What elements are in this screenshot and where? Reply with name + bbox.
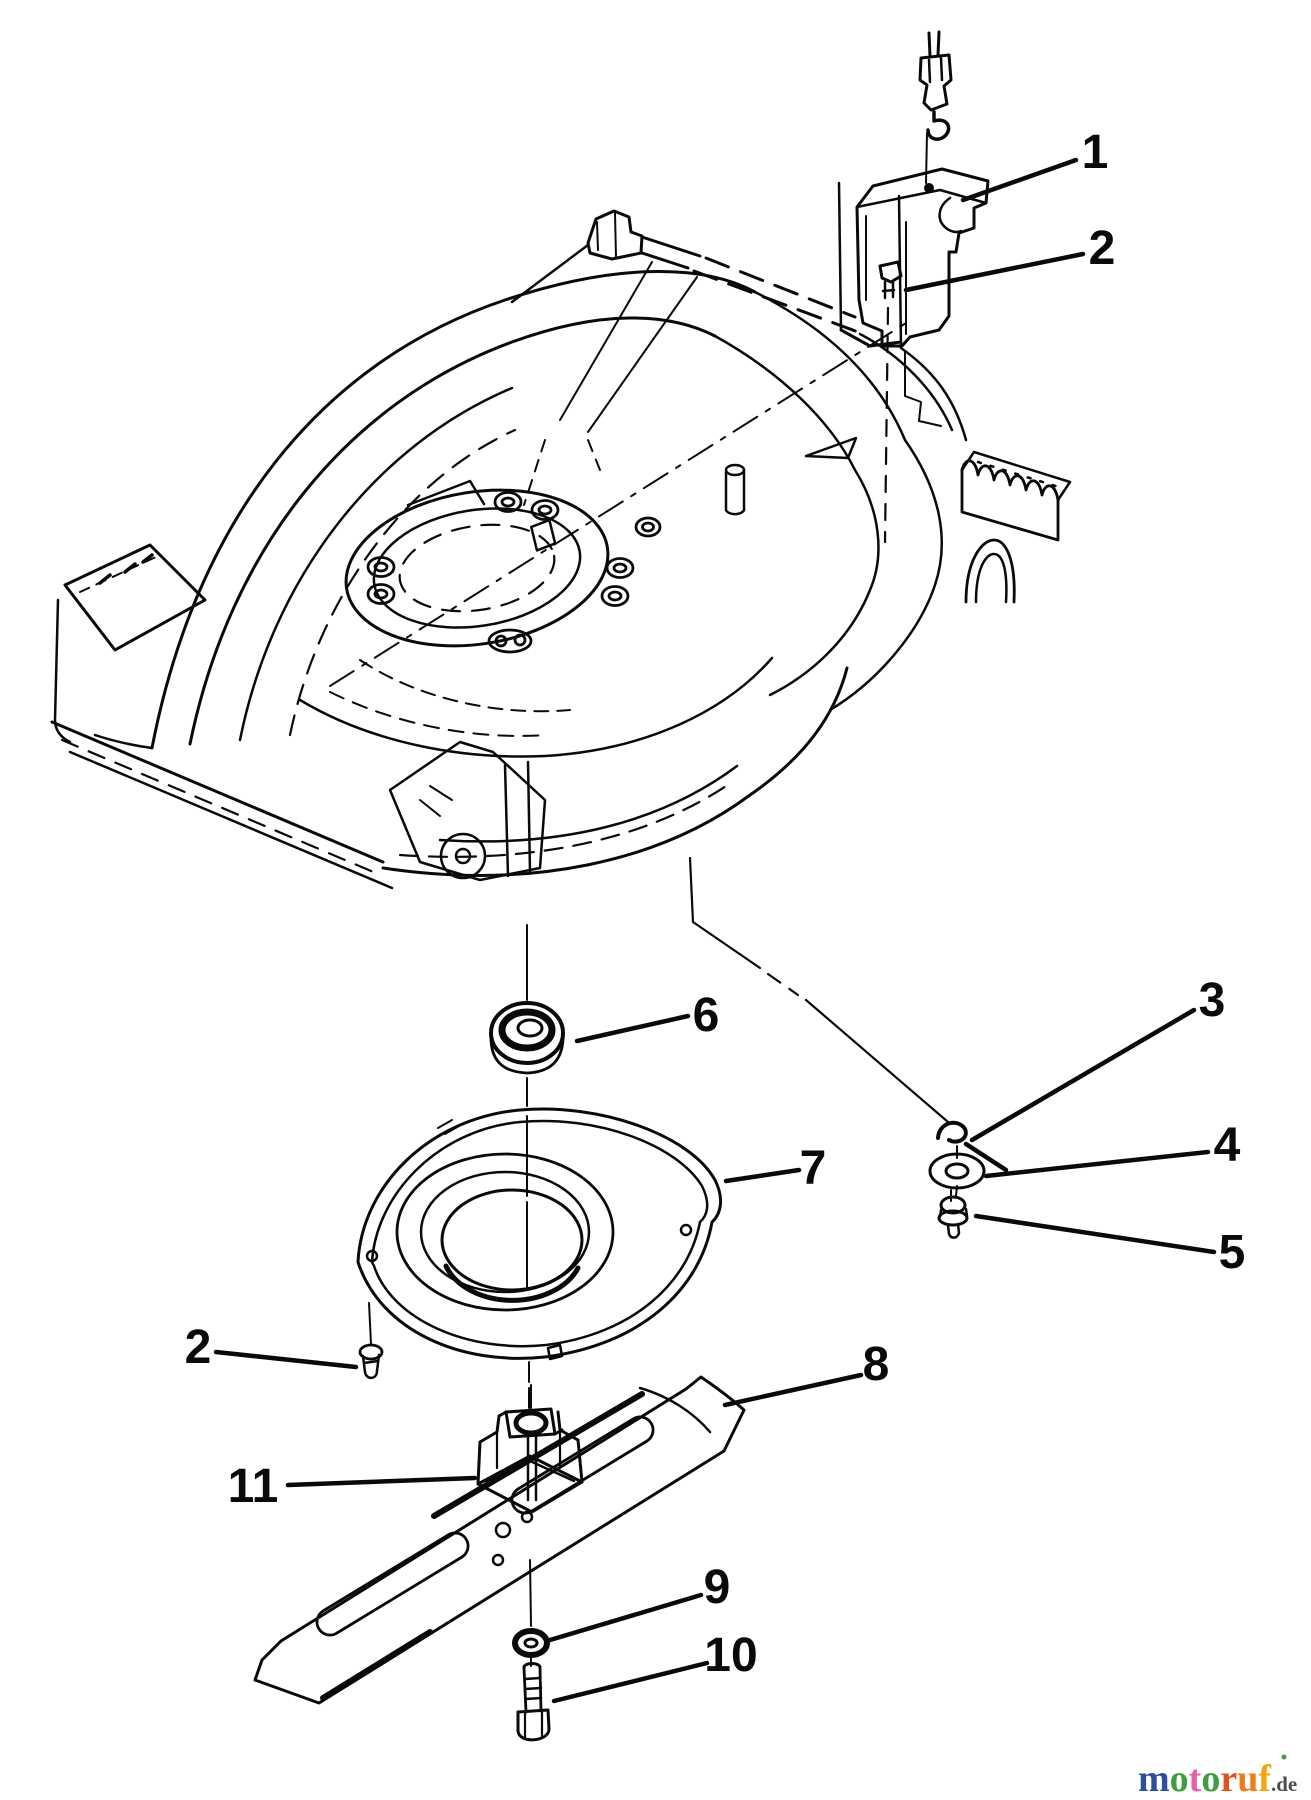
callout-2-top: 2 (903, 222, 1116, 293)
logo-letter: t (1189, 1758, 1202, 1800)
callout-4-label: 4 (1214, 1119, 1241, 1172)
callout-7-label: 7 (800, 1142, 827, 1195)
watermark-logo[interactable]: motoruf.de (1138, 1754, 1297, 1800)
callout-3: 3 (963, 974, 1226, 1173)
logo-letter: r (1220, 1758, 1237, 1800)
washer-part4 (928, 1152, 986, 1197)
bolt-part10 (516, 1661, 551, 1742)
clip-part3 (936, 1120, 968, 1159)
assembly-guide-line (688, 856, 950, 1124)
callout-5-label: 5 (1219, 1226, 1246, 1279)
callout-2-bottom-label: 2 (185, 1321, 212, 1374)
callouts: 1 2 3 4 5 6 7 2 (185, 126, 1246, 1704)
logo-trademark-dot (1281, 1754, 1287, 1760)
logo-letter: o (1201, 1758, 1220, 1800)
screw-part2-top (878, 260, 903, 544)
callout-7: 7 (723, 1142, 827, 1195)
line-art (50, 30, 1072, 1742)
svg-text:motoruf.de: motoruf.de (1138, 1758, 1297, 1800)
callout-2-bottom: 2 (185, 1321, 359, 1374)
callout-6: 6 (574, 989, 720, 1044)
drive-plate-part7 (356, 1107, 723, 1409)
callout-8: 8 (722, 1338, 890, 1408)
nut-part9 (512, 1559, 550, 1667)
callout-2-top-label: 2 (1089, 222, 1116, 275)
callout-11-label: 11 (228, 1460, 279, 1513)
callout-11: 11 (228, 1460, 478, 1513)
logo-letter: m (1138, 1758, 1170, 1800)
callout-10-label: 10 (704, 1629, 757, 1682)
height-adjuster-rack (960, 450, 1072, 604)
logo-letter: f (1258, 1758, 1272, 1800)
blade-adapter-part11 (476, 1384, 584, 1514)
callout-8-label: 8 (863, 1338, 890, 1391)
logo-suffix: .de (1271, 1772, 1297, 1796)
callout-9: 9 (547, 1561, 731, 1643)
logo-letter: o (1170, 1758, 1189, 1800)
callout-1-label: 1 (1082, 126, 1109, 179)
callout-10: 10 (551, 1629, 758, 1704)
logo-letter: u (1237, 1758, 1258, 1800)
callout-3-label: 3 (1199, 974, 1226, 1027)
screw-part5 (937, 1189, 969, 1239)
callout-6-label: 6 (693, 989, 720, 1042)
callout-5: 5 (973, 1213, 1246, 1279)
mower-deck-housing (50, 181, 968, 890)
callout-9-label: 9 (704, 1561, 731, 1614)
callout-4: 4 (983, 1119, 1241, 1179)
engine-mount-bolts (366, 491, 662, 654)
screw-part2-bottom (358, 1302, 384, 1380)
bearing-part6 (489, 924, 565, 1107)
blade-part8 (253, 1375, 746, 1705)
callout-1: 1 (960, 126, 1109, 203)
spark-plug-lead (918, 30, 953, 184)
